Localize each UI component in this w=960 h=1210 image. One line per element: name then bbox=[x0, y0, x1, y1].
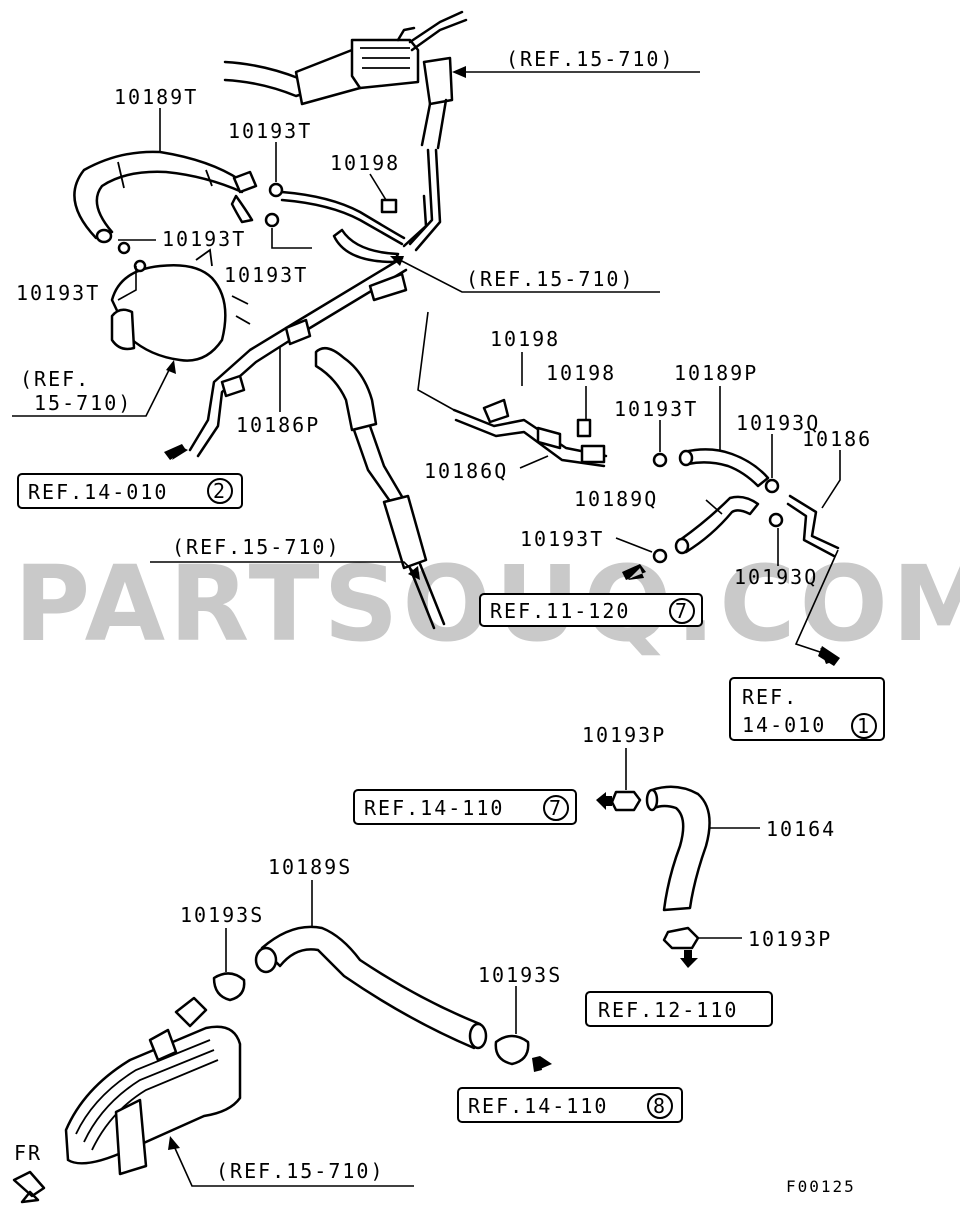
svg-text:REF.12-110: REF.12-110 bbox=[598, 998, 738, 1022]
connector-block bbox=[350, 38, 420, 90]
part-label-10186P[interactable]: 10186P bbox=[236, 413, 320, 437]
oil-cooler bbox=[64, 1025, 242, 1165]
part-label-10193T[interactable]: 10193T bbox=[162, 227, 246, 251]
part-label-10193T[interactable]: 10193T bbox=[224, 263, 308, 287]
clamp-10193Q-b bbox=[768, 512, 784, 528]
ref-15-710-mid[interactable]: (REF.15-710) bbox=[466, 267, 635, 291]
part-label-10198[interactable]: 10198 bbox=[490, 327, 560, 351]
bolt-10198-a bbox=[380, 198, 398, 214]
svg-text:REF.: REF. bbox=[742, 685, 798, 709]
bolt-10198-c bbox=[576, 418, 592, 438]
svg-text:REF.11-120: REF.11-120 bbox=[490, 599, 630, 623]
lower-left-assembly bbox=[12, 925, 552, 1204]
part-label-10193T[interactable]: 10193T bbox=[520, 527, 604, 551]
part-label-10189T[interactable]: 10189T bbox=[114, 85, 198, 109]
right-mid-assembly bbox=[417, 311, 840, 666]
clamp-10193S-a bbox=[212, 972, 246, 1002]
clamp-10193P-b bbox=[662, 926, 700, 950]
part-label-10193P[interactable]: 10193P bbox=[582, 723, 666, 747]
svg-text:REF.14-110: REF.14-110 bbox=[468, 1094, 608, 1118]
hose-10189Q bbox=[678, 495, 760, 554]
leader-lines bbox=[12, 66, 841, 1187]
ref-box-number: 7 bbox=[549, 796, 563, 820]
ref-15-710-bottom[interactable]: (REF.15-710) bbox=[216, 1159, 385, 1183]
part-label-10189Q[interactable]: 10189Q bbox=[574, 487, 658, 511]
part-label-10186[interactable]: 10186 bbox=[802, 427, 872, 451]
part-label-10198[interactable]: 10198 bbox=[546, 361, 616, 385]
ref-box-number: 8 bbox=[653, 1094, 667, 1118]
clamp-10193T-e bbox=[652, 452, 668, 468]
part-label-10193Q[interactable]: 10193Q bbox=[734, 565, 818, 589]
ref-box-number: 1 bbox=[857, 714, 871, 738]
clamp-10193T-b bbox=[264, 212, 280, 228]
part-label-10189S[interactable]: 10189S bbox=[268, 855, 352, 879]
clamp-10193T-a bbox=[268, 182, 284, 198]
ref-box-number: 7 bbox=[675, 599, 689, 623]
part-label-10193T[interactable]: 10193T bbox=[228, 119, 312, 143]
figure-code: F00125 bbox=[786, 1177, 856, 1196]
top-assembly bbox=[73, 10, 468, 630]
part-label-10186Q[interactable]: 10186Q bbox=[424, 459, 508, 483]
vertical-hose-upper bbox=[422, 56, 454, 106]
part-label-10164[interactable]: 10164 bbox=[766, 817, 836, 841]
ref-15-710-left-line1[interactable]: (REF. bbox=[20, 367, 90, 391]
front-direction-label: FR bbox=[14, 1141, 42, 1165]
ref-box-12-110[interactable]: REF.12-110 bbox=[585, 991, 773, 1027]
ref-15-710-left-line2[interactable]: 15-710) bbox=[34, 391, 132, 415]
svg-text:REF.14-010: REF.14-010 bbox=[28, 480, 168, 504]
part-label-10193S[interactable]: 10193S bbox=[180, 903, 264, 927]
clamp-10193S-b bbox=[494, 1034, 530, 1066]
part-label-10198[interactable]: 10198 bbox=[330, 151, 400, 175]
lower-right-assembly bbox=[596, 785, 711, 968]
front-direction-arrow bbox=[12, 1170, 46, 1204]
hose-10164 bbox=[650, 785, 711, 912]
hose-10189S bbox=[260, 925, 482, 1050]
bracket-10198-b bbox=[482, 398, 510, 424]
clamp-10193Q-a bbox=[764, 478, 780, 494]
hose-10189P bbox=[682, 448, 770, 488]
ref-15-710-center[interactable]: (REF.15-710) bbox=[172, 535, 341, 559]
part-label-10189P[interactable]: 10189P bbox=[674, 361, 758, 385]
part-label-10193Q[interactable]: 10193Q bbox=[736, 411, 820, 435]
clamp-10193P-a bbox=[610, 790, 642, 812]
part-label-10193S[interactable]: 10193S bbox=[478, 963, 562, 987]
svg-text:REF.14-110: REF.14-110 bbox=[364, 796, 504, 820]
ref-box-14-110-7[interactable]: REF.14-110 7 bbox=[353, 789, 577, 825]
pump-body bbox=[110, 264, 227, 362]
hose-center bbox=[314, 346, 378, 432]
part-label-10193T[interactable]: 10193T bbox=[16, 281, 100, 305]
ref-box-14-010-1[interactable]: REF. 14-010 1 bbox=[729, 677, 885, 741]
part-label-10193T[interactable]: 10193T bbox=[614, 397, 698, 421]
ref-box-number: 2 bbox=[213, 479, 227, 503]
ref-box-14-110-8[interactable]: REF.14-110 8 bbox=[457, 1087, 683, 1123]
ref-box-11-120-7[interactable]: REF.11-120 7 bbox=[479, 593, 703, 627]
svg-text:14-010: 14-010 bbox=[742, 713, 826, 737]
clamp-10193T-f bbox=[652, 548, 668, 564]
hose-10189T bbox=[73, 150, 244, 240]
hose-segment-top bbox=[294, 48, 362, 106]
part-label-10193P[interactable]: 10193P bbox=[748, 927, 832, 951]
ref-15-710-top[interactable]: (REF.15-710) bbox=[506, 47, 675, 71]
ref-box-14-010-2[interactable]: REF.14-010 2 bbox=[17, 473, 243, 509]
